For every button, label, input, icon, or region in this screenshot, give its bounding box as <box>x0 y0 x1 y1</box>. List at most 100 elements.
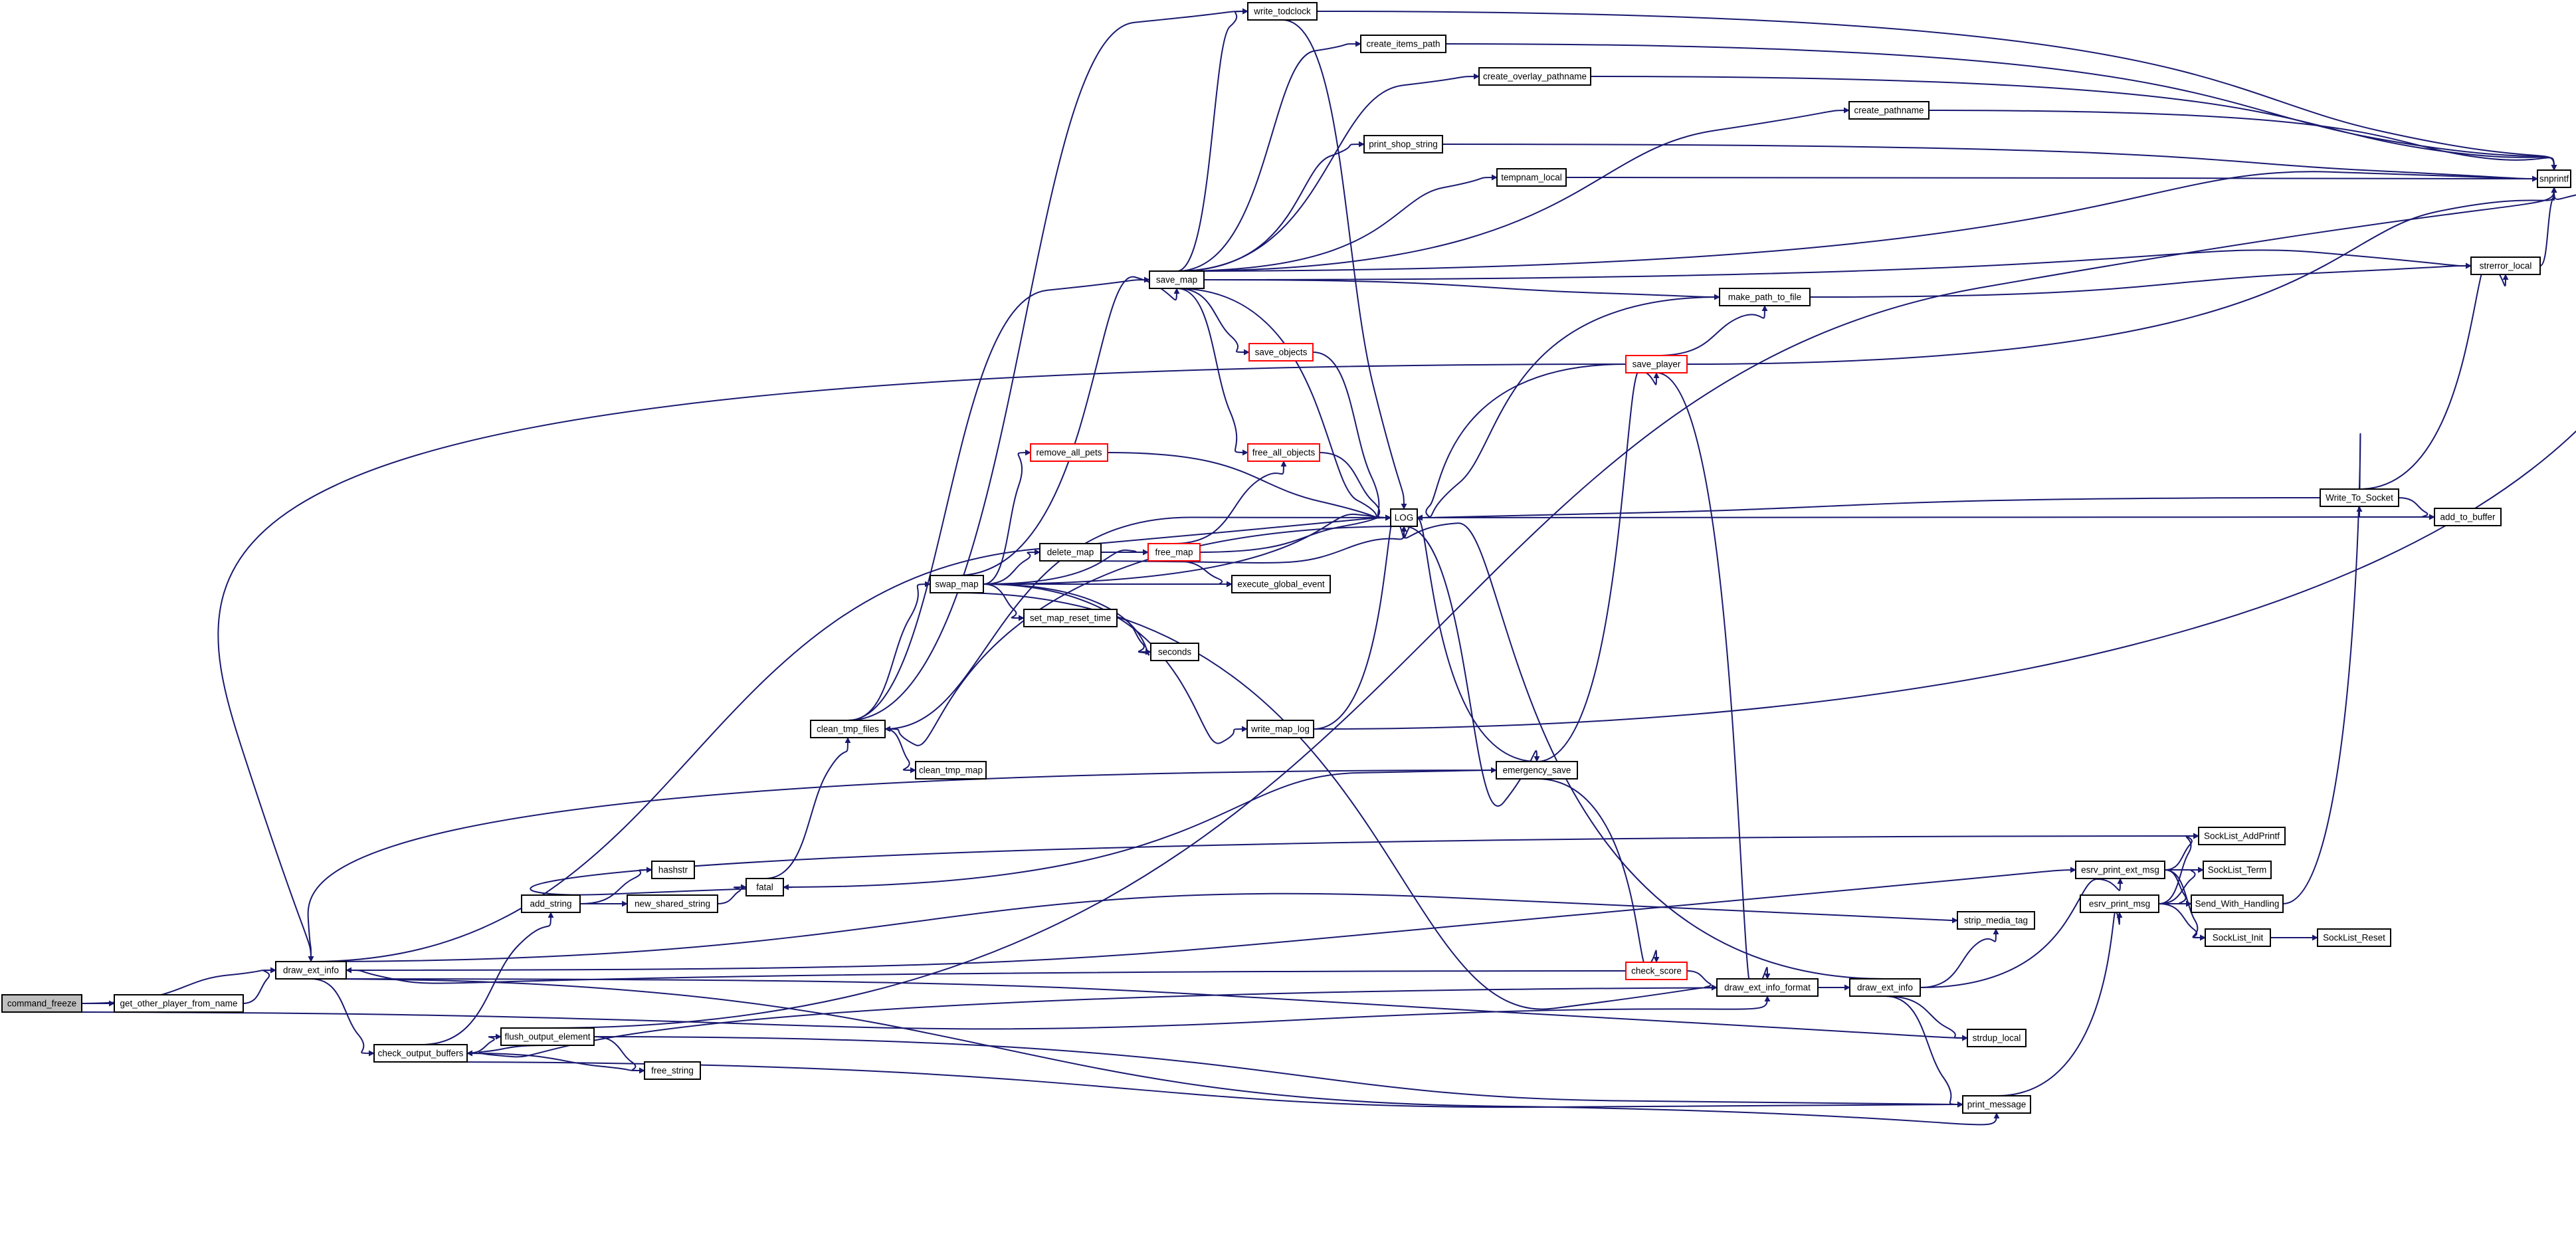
node-label: create_items_path <box>1366 39 1440 49</box>
edge-save_objects-to-LOG <box>1312 352 1391 521</box>
node-box <box>2191 894 2284 913</box>
node-box <box>2075 861 2165 879</box>
node-add_string[interactable]: add_string <box>521 894 581 913</box>
node-draw_ext_info_a[interactable]: draw_ext_info <box>275 961 347 980</box>
node-box <box>2470 257 2541 275</box>
edge-save_map-to-LOG <box>1176 288 1391 521</box>
node-box <box>1039 543 1102 562</box>
edge-check_output_buffers-to-flush_output_element <box>466 1033 502 1054</box>
node-get_other_player_from_name[interactable]: get_other_player_from_name <box>114 994 244 1013</box>
node-box <box>2537 169 2571 188</box>
node-label: add_string <box>530 899 571 909</box>
node-box <box>1147 543 1201 562</box>
edge-save_map-to-tempnam_local <box>1176 174 1498 272</box>
edge-save_map-to-print_shop_string <box>1176 141 1365 272</box>
edge-tempnam_local-to-snprintf <box>1565 175 2538 182</box>
node-esrv_print_msg[interactable]: esrv_print_msg <box>2080 894 2159 913</box>
node-box <box>1248 343 1314 362</box>
node-Send_With_Handling[interactable]: Send_With_Handling <box>2191 894 2284 913</box>
node-emergency_save[interactable]: emergency_save <box>1496 761 1578 779</box>
edge-flush_output_element-to-print_message <box>593 1036 1963 1108</box>
node-label: clean_tmp_files <box>817 724 879 734</box>
node-make_path_to_file[interactable]: make_path_to_file <box>1719 288 1811 306</box>
node-box <box>810 720 886 738</box>
node-delete_map[interactable]: delete_map <box>1039 543 1102 562</box>
node-SockList_Init[interactable]: SockList_Init <box>2205 928 2271 947</box>
node-box <box>1962 1095 2031 1114</box>
node-SockList_Reset[interactable]: SockList_Reset <box>2317 928 2391 947</box>
node-command_freeze[interactable]: command_freeze <box>1 994 82 1013</box>
node-create_overlay_pathname[interactable]: create_overlay_pathname <box>1478 67 1591 86</box>
edge-swap_map-to-save_map <box>956 276 1180 576</box>
edge-save_player-to-draw_ext_info_format <box>1656 372 1771 995</box>
edge-write_map_log-to-LOG <box>1313 516 1407 730</box>
node-clean_tmp_map[interactable]: clean_tmp_map <box>915 761 987 779</box>
node-print_shop_string[interactable]: print_shop_string <box>1363 135 1443 154</box>
node-check_score[interactable]: check_score <box>1625 962 1688 980</box>
node-save_map[interactable]: save_map <box>1149 270 1205 289</box>
edge-Write_To_Socket-to-strerror_local <box>2359 260 2509 490</box>
node-new_shared_string[interactable]: new_shared_string <box>627 894 718 913</box>
node-snprintf[interactable]: snprintf <box>2537 169 2571 188</box>
node-free_all_objects[interactable]: free_all_objects <box>1247 443 1320 462</box>
node-label: check_score <box>1631 966 1682 976</box>
node-label: save_player <box>1633 360 1681 369</box>
node-label: esrv_print_msg <box>2089 899 2150 909</box>
node-add_to_buffer[interactable]: add_to_buffer <box>2434 508 2502 526</box>
node-save_player[interactable]: save_player <box>1625 355 1688 373</box>
node-free_string[interactable]: free_string <box>644 1061 701 1080</box>
node-print_message[interactable]: print_message <box>1962 1095 2031 1114</box>
node-box <box>1496 168 1567 187</box>
node-check_output_buffers[interactable]: check_output_buffers <box>373 1044 468 1063</box>
node-box <box>1848 101 1930 120</box>
node-box <box>1716 978 1819 997</box>
node-SockList_Term[interactable]: SockList_Term <box>2203 861 2272 879</box>
node-fatal[interactable]: fatal <box>745 878 784 896</box>
node-hashstr[interactable]: hashstr <box>651 861 695 879</box>
edge-free_map-to-free_all_objects <box>1173 461 1287 544</box>
node-label: LOG <box>1395 513 1414 523</box>
node-box <box>1967 1029 2027 1047</box>
edge-clean_tmp_files-to-save_map <box>847 276 1150 721</box>
node-clean_tmp_files[interactable]: clean_tmp_files <box>810 720 886 738</box>
node-label: draw_ext_info_format <box>1724 983 1811 993</box>
node-flush_output_element[interactable]: flush_output_element <box>500 1027 595 1046</box>
node-swap_map[interactable]: swap_map <box>930 575 984 593</box>
node-execute_global_event[interactable]: execute_global_event <box>1231 575 1331 593</box>
node-box <box>1478 67 1591 86</box>
node-create_items_path[interactable]: create_items_path <box>1360 35 1446 53</box>
edge-swap_map-to-set_map_reset_time <box>983 583 1025 621</box>
node-label: SockList_AddPrintf <box>2204 831 2280 841</box>
node-esrv_print_ext_msg[interactable]: esrv_print_ext_msg <box>2075 861 2165 879</box>
node-box <box>930 575 984 593</box>
node-set_map_reset_time[interactable]: set_map_reset_time <box>1023 609 1118 627</box>
node-label: emergency_save <box>1503 766 1571 776</box>
node-free_map[interactable]: free_map <box>1147 543 1201 562</box>
node-Write_To_Socket[interactable]: Write_To_Socket <box>2320 488 2399 507</box>
node-seconds[interactable]: seconds <box>1150 643 1199 661</box>
node-strdup_local[interactable]: strdup_local <box>1967 1029 2027 1047</box>
node-strerror_local[interactable]: strerror_local <box>2470 257 2541 275</box>
node-tempnam_local[interactable]: tempnam_local <box>1496 168 1567 187</box>
edge-create_items_path-to-snprintf <box>1445 43 2557 171</box>
node-draw_ext_info_b[interactable]: draw_ext_info <box>1849 978 1921 997</box>
edge-add_to_buffer-to-LOG <box>1417 514 2435 521</box>
node-box <box>1247 2 1318 21</box>
node-label: set_map_reset_time <box>1030 613 1111 623</box>
node-write_map_log[interactable]: write_map_log <box>1246 720 1314 738</box>
node-draw_ext_info_format[interactable]: draw_ext_info_format <box>1716 978 1819 997</box>
node-label: get_other_player_from_name <box>120 999 237 1009</box>
edge-flush_output_element-to-check_output_buffers <box>466 1045 548 1057</box>
edge-esrv_print_msg-to-SockList_Term <box>2158 867 2204 904</box>
node-strip_media_tag[interactable]: strip_media_tag <box>1957 911 2035 930</box>
node-box <box>1231 575 1331 593</box>
node-create_pathname[interactable]: create_pathname <box>1848 101 1930 120</box>
edge-draw_ext_info_b-to-strip_media_tag <box>1920 928 1999 988</box>
node-write_todclock[interactable]: write_todclock <box>1247 2 1318 21</box>
node-box <box>2434 508 2502 526</box>
node-remove_all_pets[interactable]: remove_all_pets <box>1030 443 1108 462</box>
node-LOG[interactable]: LOG <box>1390 508 1418 527</box>
node-SockList_AddPrintf[interactable]: SockList_AddPrintf <box>2198 827 2286 845</box>
edge-save_map-to-write_todclock <box>1176 8 1248 272</box>
node-save_objects[interactable]: save_objects <box>1248 343 1314 362</box>
